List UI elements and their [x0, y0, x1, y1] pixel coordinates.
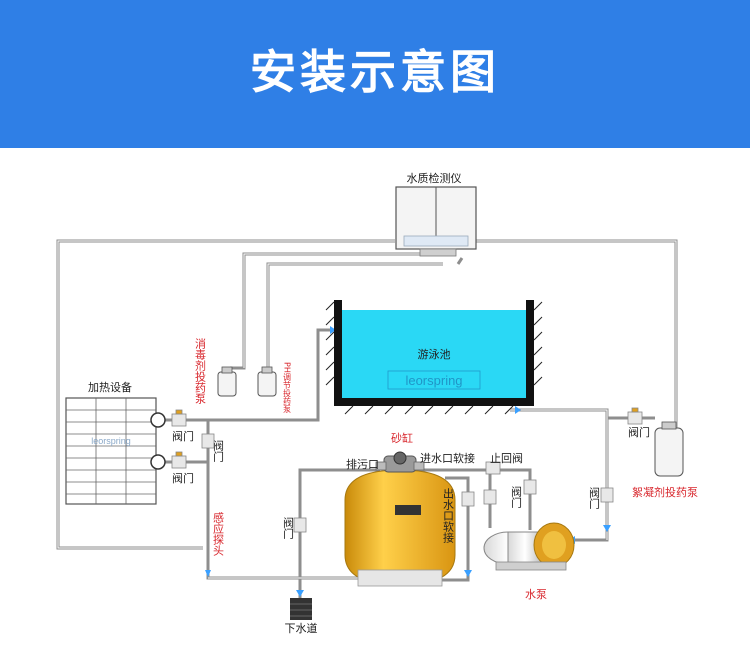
heater-logo: leorspring [91, 436, 131, 446]
heater-label: 加热设备 [88, 380, 132, 394]
valve-label: 阀门 [212, 439, 225, 463]
swimming-pool: 游泳池 leorspring [325, 300, 543, 415]
installation-diagram: 水质检测仪 游泳池 leorspring [56, 171, 698, 635]
valve-label: 阀门 [172, 471, 194, 485]
sewer-label: 下水道 [285, 621, 318, 635]
flocculant-pump-label: 絮凝剂投药泵 [632, 485, 698, 499]
sensor-probe-label: 感应探头 [212, 512, 225, 556]
disinfectant-pump-label: 消毒剂投药泵 [194, 337, 207, 404]
outlet-joint-label: 出水口软接 [442, 487, 455, 544]
banner-title: 安装示意图 [250, 45, 500, 99]
flow-arrows [205, 326, 611, 597]
water-quality-tester: 水质检测仪 [395, 171, 477, 257]
drain-outlet-label: 排污口 [346, 457, 379, 471]
pool-logo: leorspring [405, 373, 462, 388]
ph-pump-label: PH调节投药泵 [283, 362, 292, 413]
title-banner: 安装示意图 [0, 0, 750, 148]
inlet-joint-label: 进水口软接 [420, 451, 475, 465]
sand-filter-tank [344, 451, 456, 587]
heating-equipment: leorspring 加热设备 [65, 380, 166, 505]
flocculant-dosing-pump [654, 421, 684, 477]
water-pump [483, 522, 575, 571]
check-valve-label: 止回阀 [490, 451, 523, 465]
ph-dosing-pump [257, 366, 277, 397]
valve-label: 阀门 [510, 485, 523, 509]
valve-label: 阀门 [588, 486, 601, 510]
water-pump-label: 水泵 [525, 588, 547, 601]
water-tester-label: 水质检测仪 [407, 171, 462, 185]
pipe-highlights [57, 240, 677, 579]
valve-label: 阀门 [172, 429, 194, 443]
valves [171, 407, 643, 533]
valve-labels: 阀门 阀门 阀门 阀门 阀门 阀门 阀门 [172, 425, 650, 540]
disinfectant-dosing-pump [217, 366, 237, 397]
pool-label: 游泳池 [418, 347, 451, 361]
sand-tank-label: 砂缸 [391, 431, 413, 445]
valve-label: 阀门 [628, 425, 650, 439]
valve-label: 阀门 [282, 516, 295, 540]
sewer-drain [290, 598, 312, 620]
